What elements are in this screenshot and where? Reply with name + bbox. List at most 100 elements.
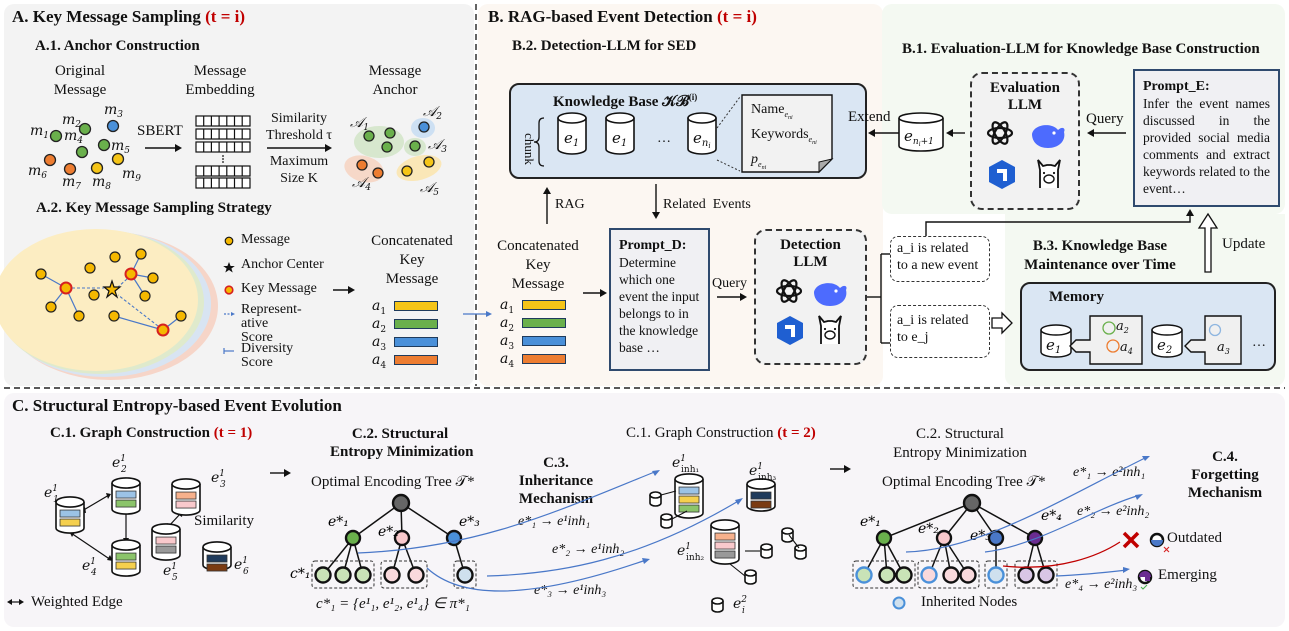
key-message-bar-label: a2 xyxy=(500,315,515,334)
key-message-bar xyxy=(394,355,438,366)
key-message-bar xyxy=(522,300,566,311)
c4-title-line-3: Mechanism xyxy=(1187,485,1263,501)
key-message-bar-row: a4 xyxy=(500,350,566,370)
tree-leaf-node xyxy=(383,566,401,584)
tree-label: e*₂ xyxy=(918,521,939,537)
legend-key-message-label: Key Message xyxy=(241,281,317,296)
detection-prompt-title: Prompt_D: xyxy=(619,238,687,253)
extend-label: Extend xyxy=(848,109,891,125)
key-message-bar xyxy=(522,354,566,365)
cylinder-layer xyxy=(714,532,736,541)
cylinder-layer xyxy=(750,491,772,500)
message-dot-m6 xyxy=(43,153,57,167)
memory-cylinder-e1 xyxy=(1040,324,1072,358)
outcome-existing-line-2: to e_j xyxy=(897,330,929,345)
encoding-tree-label-t2: Optimal Encoding Tree 𝒯* xyxy=(882,474,1046,490)
tree-root-node xyxy=(962,493,982,513)
c1-t2-title-text: C.1. Graph Construction xyxy=(626,425,774,441)
a2-title: A.2. Key Message Sampling Strategy xyxy=(36,200,272,216)
kb-cylinder-eni xyxy=(687,112,717,155)
tree-root-node xyxy=(391,493,411,513)
tree-leaf-node xyxy=(1037,566,1055,584)
update-label: Update xyxy=(1222,236,1266,252)
openai-icon xyxy=(986,121,1014,145)
label-line: Embedding xyxy=(185,82,255,98)
cluster-formula: c*₁ = {e¹₁, e¹₂, e¹₄} ∈ π*₁ xyxy=(316,596,470,612)
message-node xyxy=(84,262,96,274)
legend-representative-text: Represent-ative Score xyxy=(241,302,302,345)
original-message-label: Original Message xyxy=(45,62,115,100)
to-memory-hollow-arrow xyxy=(991,311,1013,335)
similarity-threshold-label: Similarity Threshold τ xyxy=(262,110,336,144)
tree-leaf-node xyxy=(407,566,425,584)
key-message-bar-row: a1 xyxy=(500,296,566,316)
tree-edge xyxy=(883,502,973,539)
label-line: Concatenated xyxy=(371,233,453,249)
message-dot-m5 xyxy=(97,138,111,152)
key-message-bar-label: a4 xyxy=(372,352,387,371)
c2-t1-title-line: C.2. Structural xyxy=(351,426,449,442)
key-message-bar-label: a1 xyxy=(372,298,387,317)
label-line: Threshold τ xyxy=(266,128,332,143)
label-line: Concatenated xyxy=(497,238,579,254)
message-dot-m3 xyxy=(106,119,120,133)
label-line: Message xyxy=(53,82,107,98)
message-node xyxy=(109,251,121,263)
key-message-bar-row: a2 xyxy=(372,315,438,335)
c1-t1-title-text: C.1. Graph Construction xyxy=(50,425,211,441)
svg-text:e16: e16 xyxy=(234,556,249,577)
panel-event-evolution xyxy=(4,393,1285,627)
kb-title-text: Knowledge Base 𝒦ℬ xyxy=(553,94,689,110)
kb-cylinder-e1 xyxy=(557,112,587,155)
tree-leaf-node xyxy=(334,566,352,584)
label-line: Maximum xyxy=(269,154,329,169)
knowledge-base-title: Knowledge Base 𝒦ℬ(i) xyxy=(553,92,697,111)
memory-ellipsis: … xyxy=(1252,335,1266,350)
b-concat-label: Concatenated Key Message xyxy=(493,237,583,294)
key-message-node xyxy=(156,323,170,337)
cylinder-layer xyxy=(115,490,137,499)
message-dot-m1 xyxy=(49,129,63,143)
key-message-bar xyxy=(394,319,438,330)
outcome-new-line: a_i is related xyxy=(897,241,969,256)
new-event-cylinder xyxy=(898,112,944,152)
deepseek-icon xyxy=(1032,125,1065,148)
tree-label: c*₁ xyxy=(290,566,310,582)
message-node xyxy=(108,310,120,322)
cylinder-layer xyxy=(175,491,197,500)
tree-leaf-node xyxy=(878,566,896,584)
key-message-bar-label: a1 xyxy=(500,297,515,316)
tree-edge xyxy=(400,502,455,539)
label-line: Size K xyxy=(280,171,318,186)
forget-map-2: e*₂ → e²inh₂ xyxy=(1077,504,1150,519)
evaluation-llm-title: Evaluation xyxy=(989,80,1061,96)
community-box xyxy=(984,560,1008,589)
outdated-node-icon xyxy=(1149,532,1165,548)
c2-t1-title: C.2. Structural Entropy Minimization xyxy=(330,425,473,461)
section-b-time: (t = i) xyxy=(717,7,757,26)
cylinder-layer xyxy=(115,552,137,561)
cylinder-layer xyxy=(115,561,137,570)
message-node xyxy=(45,301,57,313)
outcome-new-event-box: a_i is related to a new event xyxy=(890,236,990,282)
label-line: Similarity xyxy=(271,111,327,126)
tree-community-node xyxy=(393,529,411,547)
message-node xyxy=(175,310,187,322)
inherit-map-2: e*₂ → e¹inh₂ xyxy=(552,542,625,557)
kb-card-name: Nameeni xyxy=(751,102,793,121)
tree-leaf-node xyxy=(959,566,977,584)
